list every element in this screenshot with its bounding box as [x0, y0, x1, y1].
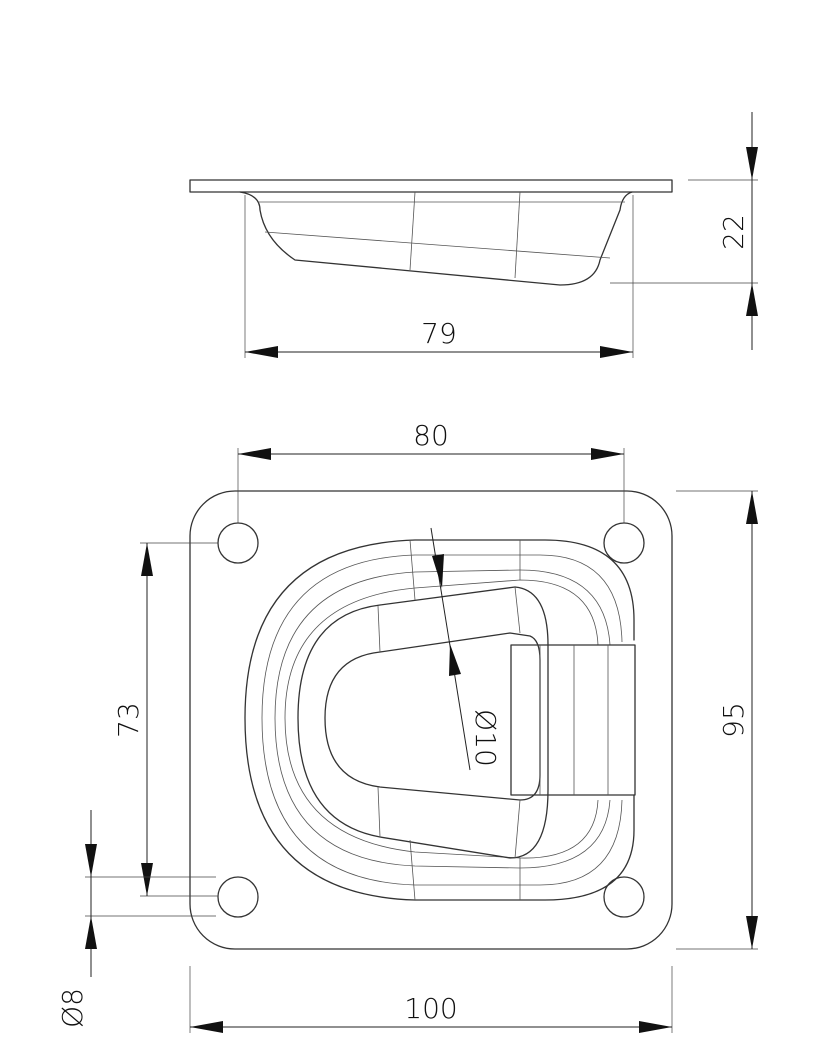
- mounting-hole-top-left: [217, 522, 259, 564]
- dimension-arrow-left: [238, 448, 271, 460]
- dimension-side-height: 22: [610, 112, 758, 350]
- d-ring-outer: [297, 586, 549, 859]
- side-view-ring-line: [264, 231, 611, 259]
- dimension-arrow-right: [639, 1021, 672, 1033]
- dimension-arrow-top: [141, 543, 153, 576]
- dimension-hole-spacing-y: 73: [112, 542, 218, 897]
- side-view-seam-1: [409, 191, 416, 271]
- dimension-ring-diameter: Ø10: [430, 527, 502, 771]
- side-view: [189, 179, 673, 286]
- ring-diameter-label: Ø10: [469, 709, 502, 767]
- overall-width-label: 100: [404, 992, 457, 1025]
- dimension-overall-height: 95: [676, 490, 758, 950]
- dimension-arrow-bottom: [746, 916, 758, 949]
- mounting-hole-bottom-right: [603, 876, 645, 918]
- mounting-hole-top-right: [603, 522, 645, 564]
- top-view: [189, 490, 673, 950]
- dimension-arrow-bottom: [85, 916, 97, 949]
- recess-outer: [244, 539, 635, 901]
- recess-edge-3: [284, 579, 599, 859]
- base-plate: [189, 490, 673, 950]
- dimension-arrow-bottom: [141, 863, 153, 896]
- side-view-body: [239, 191, 633, 286]
- dimension-hole-spacing-x: 80: [237, 419, 625, 523]
- dimension-arrow-left: [190, 1021, 223, 1033]
- side-view-flange: [189, 179, 673, 193]
- hole-spacing-y-label: 73: [112, 702, 145, 738]
- dimension-side-width: 79: [244, 195, 634, 358]
- d-ring-inner: [324, 632, 541, 801]
- dimension-arrow-right: [600, 346, 633, 358]
- dimension-arrow-top: [746, 491, 758, 524]
- recess-edge-1: [261, 554, 623, 886]
- dimension-arrow-right: [591, 448, 624, 460]
- side-width-label: 79: [421, 317, 457, 350]
- side-view-seam-2: [514, 191, 521, 279]
- dimension-hole-diameter: Ø8: [56, 810, 216, 1028]
- dimension-arrow-bottom: [746, 283, 758, 316]
- recess-edge-2: [274, 569, 611, 869]
- mounting-hole-bottom-left: [217, 876, 259, 918]
- hole-spacing-x-label: 80: [413, 419, 449, 452]
- hole-diameter-label: Ø8: [56, 988, 89, 1028]
- overall-height-label: 95: [717, 702, 750, 738]
- dimension-arrow-top: [85, 844, 97, 877]
- dimension-arrow-left: [245, 346, 278, 358]
- leader-arrow-outer: [432, 554, 444, 588]
- leader-arrow-inner: [449, 644, 461, 676]
- hinge-block: [510, 644, 636, 796]
- side-height-label: 22: [717, 214, 750, 250]
- dimension-arrow-top: [746, 147, 758, 180]
- dimension-overall-width: 100: [189, 966, 673, 1033]
